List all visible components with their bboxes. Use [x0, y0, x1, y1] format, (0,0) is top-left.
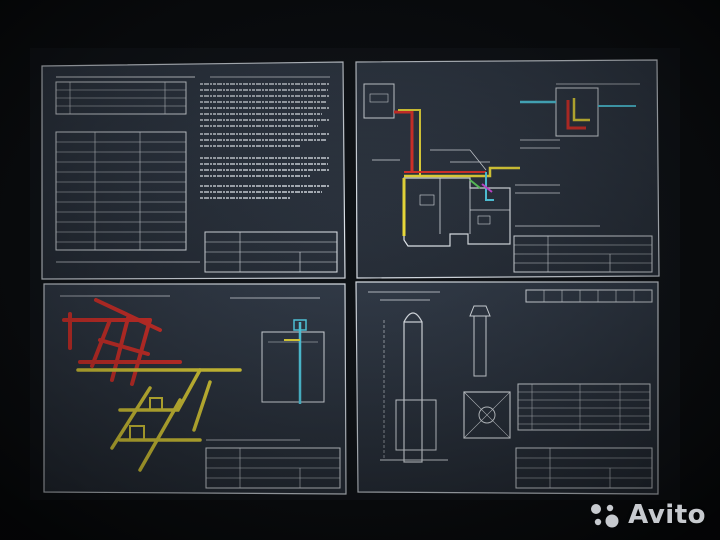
watermark-text: Avito: [628, 500, 706, 530]
avito-dots-icon: [591, 504, 619, 528]
avito-watermark: Avito: [588, 500, 706, 530]
